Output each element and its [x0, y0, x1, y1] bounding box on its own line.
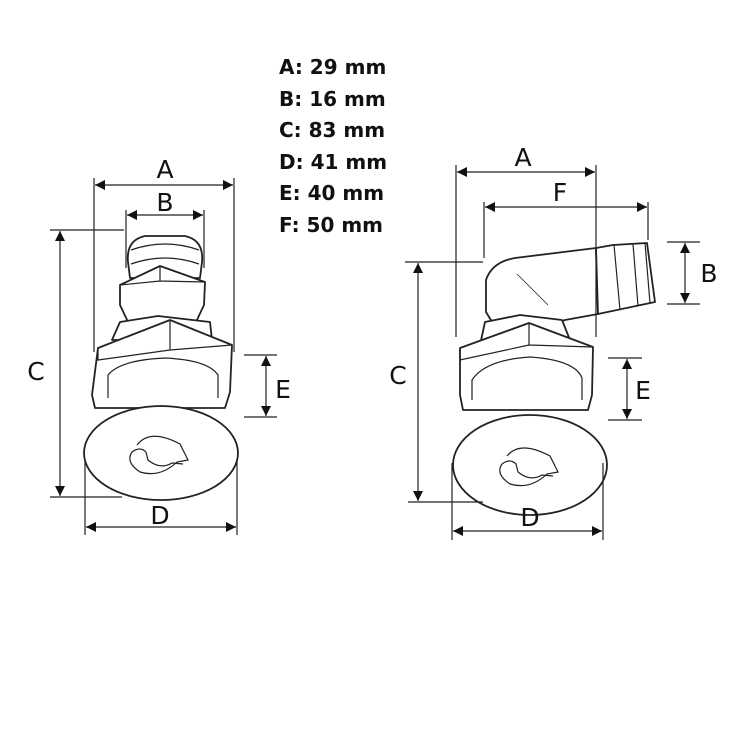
- dimension-b: B: 16 mm: [279, 86, 386, 111]
- dimension-f: F: 50 mm: [279, 212, 384, 237]
- label-b: B: [700, 259, 717, 288]
- slot-icon: [129, 435, 189, 475]
- label-d: D: [150, 501, 169, 530]
- label-d: D: [520, 503, 539, 532]
- label-e: E: [275, 375, 291, 404]
- slot-icon: [499, 447, 559, 487]
- angled-fitting-body: [452, 242, 656, 516]
- dimension-c: C: 83 mm: [279, 118, 386, 142]
- straight-fitting-body: [83, 235, 239, 501]
- dimension-a: A: 29 mm: [279, 55, 387, 79]
- label-a: A: [156, 155, 173, 184]
- label-c: C: [389, 361, 406, 390]
- label-b: B: [156, 188, 173, 217]
- dimension-list: A: 29 mm B: 16 mm C: 83 mm D: 41 mm E: 4…: [279, 52, 387, 241]
- angled-fitting-drawing: A F B C D E: [389, 143, 718, 540]
- dimension-d: D: 41 mm: [279, 149, 388, 174]
- label-e: E: [635, 376, 651, 405]
- dimension-e: E: 40 mm: [279, 181, 385, 205]
- label-a: A: [514, 143, 531, 172]
- straight-fitting-drawing: A B C D E: [27, 155, 291, 535]
- label-c: C: [27, 357, 44, 386]
- label-f: F: [553, 178, 567, 207]
